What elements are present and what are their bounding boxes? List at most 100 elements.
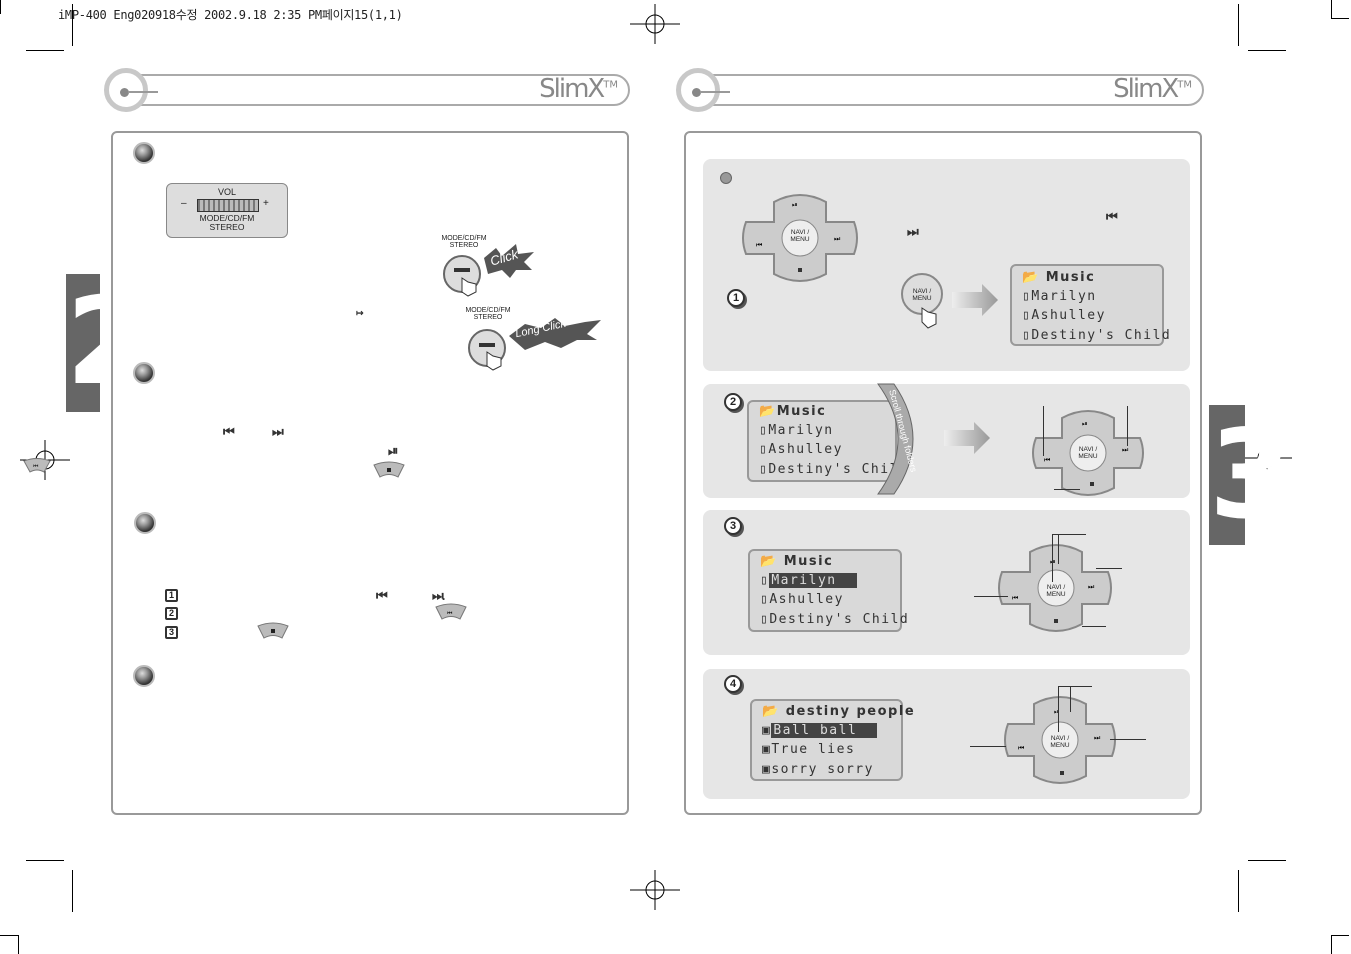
mode-label: MODE/CD/FM [199,213,255,223]
lcd-title: 📂 destiny people [762,704,916,719]
brand-logo: SlimXTM [1113,74,1192,104]
step-1-marker: 1 [165,589,178,602]
svg-text:⏭: ⏭ [1088,584,1095,591]
left-panel [111,131,629,815]
crop-mark [1331,935,1332,954]
page-banner: SlimXTM [676,68,1204,112]
lcd-item: ▯Destiny's Child [1022,328,1172,343]
section-bullet-icon [133,142,155,164]
callout-line [1058,686,1092,687]
step-4-marker: 4 [724,675,742,693]
section-bullet-icon [133,362,155,384]
callout-line [1058,534,1059,564]
stop-button-icon [257,622,289,639]
crop-mark [1331,935,1349,936]
lcd-item-selected: ▣Ball ball [762,723,878,738]
lcd-item-selected: ▯Marilyn [760,573,857,588]
crop-mark [1248,50,1286,51]
arrow-right-icon [952,284,998,316]
callout-line [1043,406,1044,456]
lcd-item: ▯Destiny's Child [760,612,910,627]
svg-text:⏮: ⏮ [33,464,39,470]
lcd-item: ▯Ashulley [759,442,843,457]
navi-press-icon [901,273,943,329]
step-2-marker: 2 [165,607,178,620]
callout-line [974,596,1008,597]
vol-label: VOL [217,187,236,197]
navi-menu-label: NAVI /MENU [912,288,932,302]
callout-line [1070,686,1071,712]
prev-icon: ⏮ [223,424,235,439]
crop-mark [1238,4,1239,46]
crop-mark [1238,870,1239,912]
lcd-title: 📂 Music [760,554,834,569]
crop-mark [1331,0,1332,18]
registration-mark-icon [1242,438,1292,478]
arrow-right-icon [944,422,990,454]
step-3-marker: 3 [724,517,742,535]
step-2-marker: 2 [724,393,742,411]
svg-text:⏭: ⏭ [1122,447,1129,454]
svg-text:⏯: ⏯ [1054,709,1060,716]
vol-plus: + [263,198,269,209]
svg-text:⏭: ⏭ [834,236,841,243]
long-click-button-icon [468,318,601,371]
svg-text:⏯: ⏯ [1082,421,1088,428]
small-button-icon: ⏮ [23,458,51,473]
navi-menu-label: NAVI /MENU [1046,584,1066,598]
svg-text:⏮: ⏮ [1044,457,1050,464]
navi-menu-label: NAVI /MENU [1050,735,1070,749]
crop-mark [72,4,73,46]
navi-menu-label: NAVI /MENU [790,229,810,243]
page-banner: SlimXTM [104,68,630,112]
lcd-screen: 📂 Music ▯Marilyn ▯Ashulley ▯Destiny's Ch… [1010,264,1170,346]
svg-text:⏮: ⏮ [1018,745,1024,752]
callout-line [1058,686,1059,732]
lcd-screen: 📂 Music ▯Marilyn ▯Ashulley ▯Destiny's Ch… [748,549,908,632]
callout-line [1127,406,1128,446]
crop-mark [26,50,64,51]
svg-text:⏯: ⏯ [792,202,798,209]
print-header: iMP-400 Eng020918수정 2002.9.18 2:35 PM페이지… [58,8,403,22]
lcd-item: ▯Marilyn [1022,289,1097,304]
brand-logo: SlimXTM [539,74,618,104]
lcd-screen: 📂 destiny people ▣Ball ball ▣True lies ▣… [750,699,914,781]
svg-text:⏭: ⏭ [1094,735,1101,742]
click-button-icon [443,244,534,297]
lcd-item: ▯Destiny's Child [759,462,909,477]
svg-text:⏮: ⏮ [1012,595,1018,602]
lcd-title: 📂 Music [1022,270,1096,285]
next-icon: ⏭ [272,424,284,439]
callout-line [1052,534,1053,582]
registration-mark-icon [630,4,680,44]
lcd-title: 📂Music [759,404,827,419]
section-bullet-icon [134,512,156,534]
prev-icon: ⏮ [1106,209,1118,224]
lcd-screen: 📂Music ▯Marilyn ▯Ashulley ▯Destiny's Chi… [747,400,907,482]
crop-mark [0,0,1,14]
callout-line [970,746,1006,747]
registration-mark-icon [630,870,680,910]
svg-text:⏮: ⏮ [447,611,453,617]
callout-line [1082,626,1106,627]
crop-mark [1248,860,1286,861]
crop-mark [1331,18,1349,19]
play-pause-icon: ⏯ [388,443,399,458]
crop-mark [26,860,64,861]
scroll-band-icon [877,383,914,495]
lcd-item: ▣sorry sorry [762,762,874,777]
step-1-marker: 1 [727,289,745,307]
crop-mark [18,935,19,954]
callout-line [1054,489,1080,490]
bullet-icon [720,172,732,184]
small-arrow-icon: ↦ [356,308,363,318]
lcd-item: ▣True lies [762,742,856,757]
navi-dial-icon: ⏯⏭⏮ [998,544,1112,632]
prev-button-icon: ⏮ [435,603,467,620]
lcd-item: ▯Ashulley [1022,308,1106,323]
step-3-marker: 3 [165,626,178,639]
svg-text:⏮: ⏮ [756,242,762,249]
volume-slider[interactable] [197,199,259,212]
